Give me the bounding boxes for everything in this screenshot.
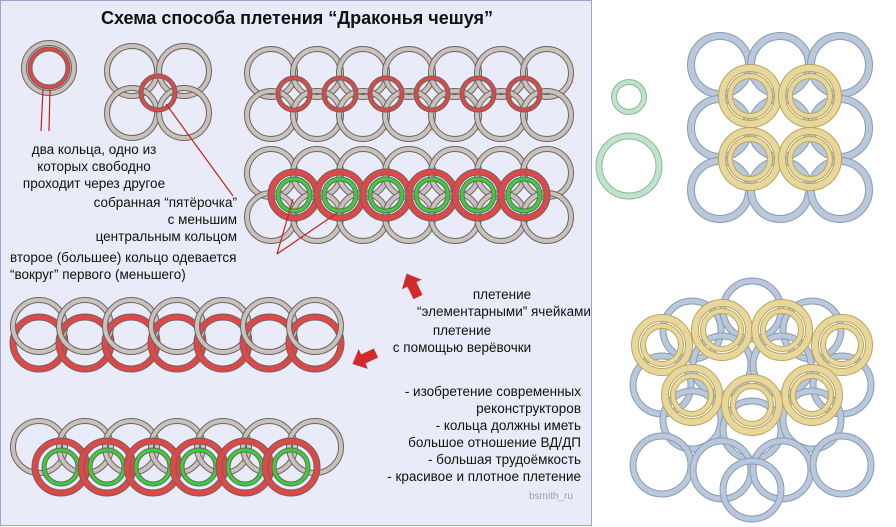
top-render-gold-outer-1 (779, 65, 841, 127)
bottom-render-gold-inner-2 (761, 309, 803, 351)
ring-outer-gray (22, 41, 76, 95)
bottom-render-gold-outer-0 (632, 315, 692, 375)
arrow-up-shape (401, 273, 423, 300)
bottom-render-blue-14 (720, 458, 784, 522)
bottom-render-gold-inner-5 (791, 374, 833, 416)
bottom-render-gold-inner-3 (821, 324, 863, 366)
bottom-render-blue-7 (660, 388, 724, 452)
pointer-two-rings-a (40, 88, 44, 132)
bottom-render-gold-outer-1 (692, 300, 752, 360)
five-ring-outer-1 (157, 44, 211, 98)
pointer-second-ring-b (276, 212, 338, 255)
rope2-red-4 (216, 438, 274, 496)
top-render-gold-inner-0 (728, 74, 772, 118)
rope2-red-2 (124, 438, 182, 496)
top-render-gold-outer-3 (779, 128, 841, 190)
rendered-weave (595, 32, 875, 523)
mid-chain-green-2 (368, 177, 404, 213)
pointer-two-rings-b (48, 88, 51, 132)
label-notes: - изобретение современных реконструкторо… (387, 384, 581, 484)
label-two-rings: два кольца, одно из которых свободно про… (22, 142, 166, 191)
top-chain-center-3 (414, 76, 450, 112)
label-second-ring: второе (большее) кольцо одевается “вокру… (10, 250, 237, 282)
top-chain-lower-6 (521, 89, 573, 141)
render-panel (592, 0, 896, 526)
pointer-second-ring-a (276, 198, 294, 255)
bottom-render-gold-inner-4 (671, 374, 713, 416)
weave-diagram (9, 40, 574, 497)
bottom-render-gold-outer-6 (722, 375, 782, 435)
top-render-gold-inner-3 (788, 137, 832, 181)
five-ring-center (139, 74, 177, 112)
top-chain-center-1 (322, 76, 358, 112)
ring-inner-red (28, 47, 70, 89)
bottom-render-gold-outer-5 (782, 365, 842, 425)
bottom-render-gold-outer-3 (812, 315, 872, 375)
bottom-render-gold-outer-4 (662, 365, 722, 425)
top-chain-center-5 (506, 76, 542, 112)
top-chain-center-0 (276, 76, 312, 112)
label-elementary: плетение “элементарными” ячейками (417, 287, 591, 319)
label-rope: плетение с помощью верёвочки (392, 323, 532, 355)
scheme-title: Схема способа плетения “Драконья чешуя” (100, 8, 494, 28)
mid-chain-green-4 (460, 177, 496, 213)
scheme-panel: Схема способа плетения “Драконья чешуя” … (0, 0, 592, 526)
bottom-render-blue-9 (780, 388, 844, 452)
rope1-gray-6 (287, 298, 343, 354)
label-five-ring: собранная “пятёрочка” с меньшим централь… (93, 195, 237, 244)
five-ring-outer-3 (157, 86, 211, 140)
arrow-left-shape (352, 348, 379, 369)
rope2-red-5 (262, 438, 320, 496)
arrow-left (352, 348, 379, 369)
mid-chain-green-0 (276, 177, 312, 213)
bottom-render-gold-inner-1 (701, 309, 743, 351)
mid-chain-red-5 (498, 169, 550, 221)
top-render-gold-inner-1 (788, 74, 832, 118)
top-render-gold-inner-2 (728, 137, 772, 181)
sample-small-ring (612, 80, 646, 114)
sample-large-ring (596, 133, 662, 199)
mid-chain-green-5 (506, 177, 542, 213)
top-chain-upper-6 (521, 47, 573, 99)
pointer-five-ring (165, 103, 234, 197)
rope2-red-1 (78, 438, 136, 496)
arrow-up (401, 273, 423, 300)
bottom-render-gold-inner-6 (731, 384, 773, 426)
rope1-red-6 (286, 314, 344, 372)
rope2-red-0 (32, 438, 90, 496)
rope2-green-5 (272, 448, 310, 486)
bottom-render-gold-inner-0 (641, 324, 683, 366)
bottom-render-blue-13 (810, 433, 874, 497)
bottom-render-blue-10 (630, 433, 694, 497)
rope2-red-3 (170, 438, 228, 496)
watermark: bsmith_ru (529, 491, 573, 502)
mid-chain-green-3 (414, 177, 450, 213)
top-chain-center-4 (460, 76, 496, 112)
bottom-render-gold-outer-2 (752, 300, 812, 360)
mid-chain-green-1 (322, 177, 358, 213)
top-chain-center-2 (368, 76, 404, 112)
